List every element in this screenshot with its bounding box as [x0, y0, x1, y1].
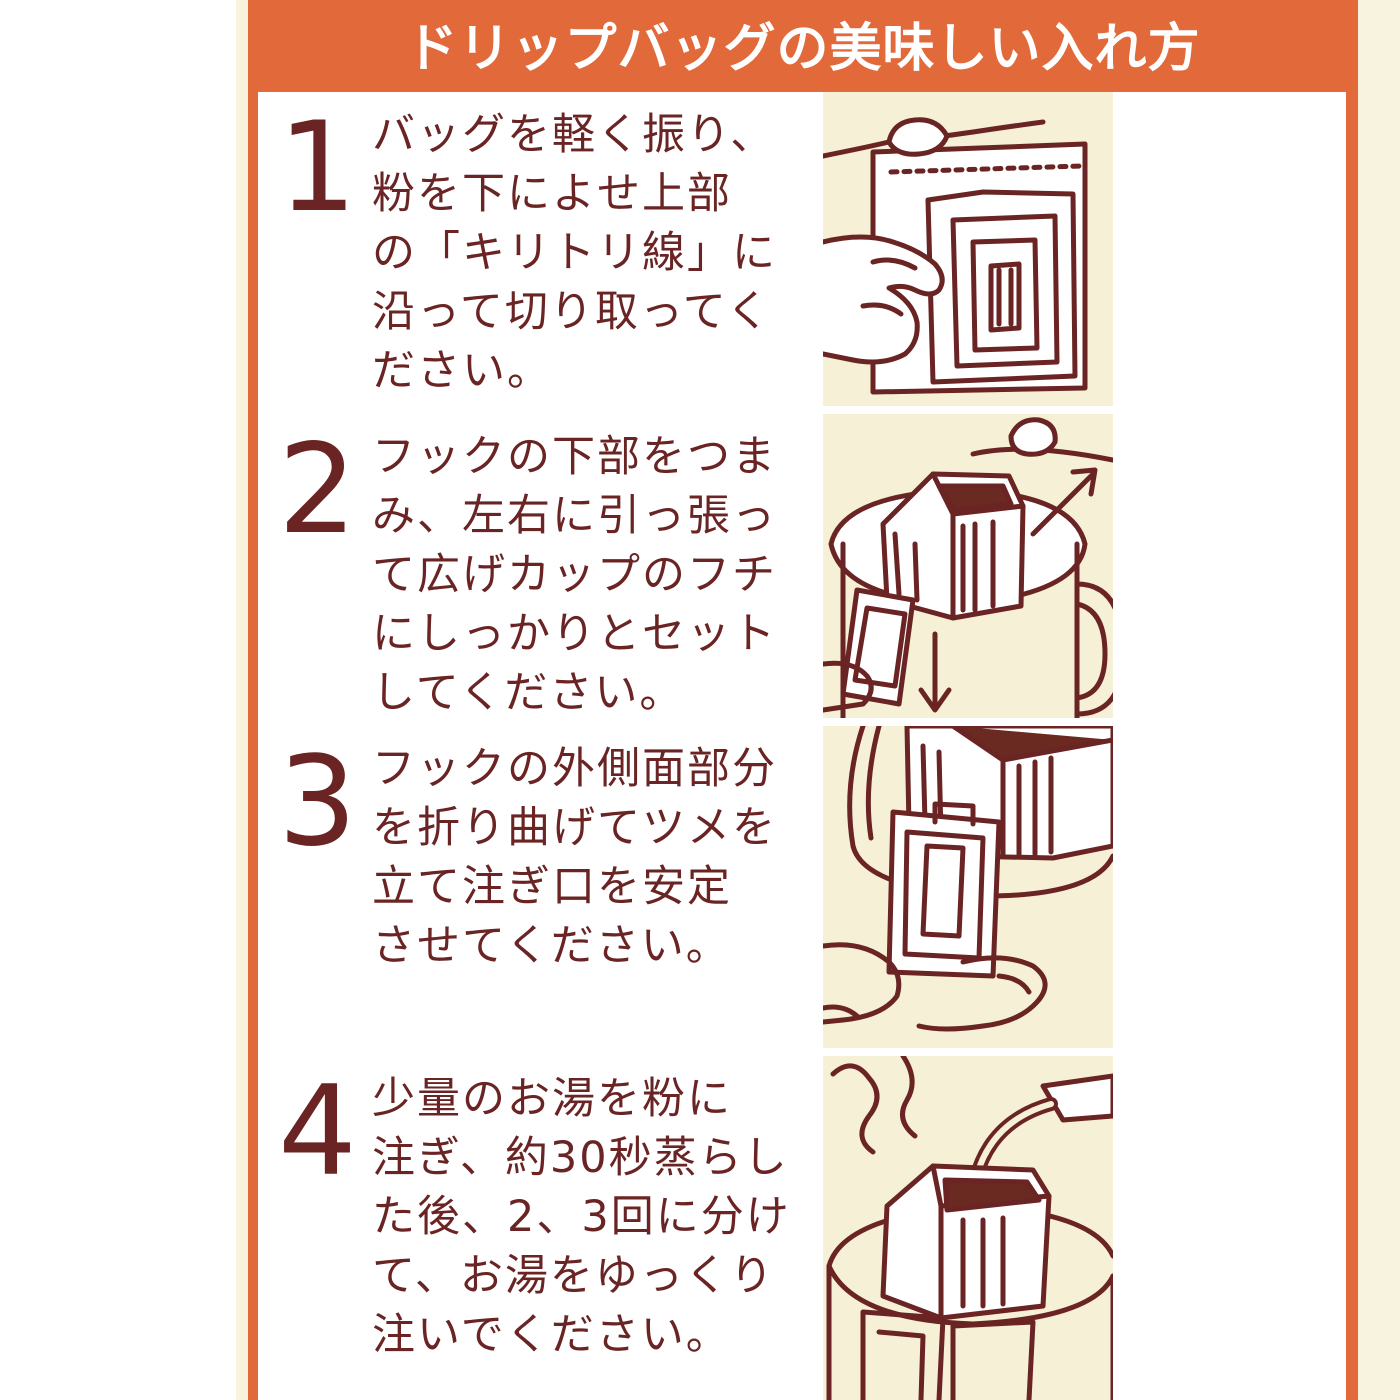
tear-bag-illustration-icon	[823, 92, 1113, 406]
step-1: 1 バッグを軽く振り、 粉を下によせ上部 の「キリトリ線」に 沿って切り取ってく…	[258, 92, 1346, 406]
page-title: ドリップバッグの美味しい入れ方	[405, 18, 1201, 79]
fold-hook-illustration-icon	[823, 726, 1113, 1048]
step-text: フックの外側面部分 を折り曲げてツメを 立て注ぎ口を安定 させてください。	[372, 744, 777, 971]
step-number: 3	[278, 730, 357, 874]
hook-on-cup-illustration-icon	[823, 414, 1113, 718]
step-4: 4 少量のお湯を粉に 注ぎ、約30秒蒸らし た後、2、3回に分け て、お湯をゆっ…	[258, 1056, 1346, 1400]
instruction-card: 1 バッグを軽く振り、 粉を下によせ上部 の「キリトリ線」に 沿って切り取ってく…	[258, 92, 1346, 1400]
step-number: 1	[278, 96, 357, 240]
step-number: 2	[278, 418, 357, 562]
step-3: 3 フックの外側面部分 を折り曲げてツメを 立て注ぎ口を安定 させてください。	[258, 726, 1346, 1048]
step-number: 4	[278, 1060, 357, 1204]
pour-water-illustration-icon	[823, 1056, 1113, 1400]
step-text: 少量のお湯を粉に 注ぎ、約30秒蒸らし た後、2、3回に分け て、お湯をゆっくり…	[372, 1074, 791, 1360]
step-text: フックの下部をつま み、左右に引っ張っ て広げカップのフチ にしっかりとセット …	[372, 432, 777, 718]
step-text: バッグを軽く振り、 粉を下によせ上部 の「キリトリ線」に 沿って切り取ってく だ…	[372, 110, 777, 396]
step-2: 2 フックの下部をつま み、左右に引っ張っ て広げカップのフチ にしっかりとセッ…	[258, 414, 1346, 718]
